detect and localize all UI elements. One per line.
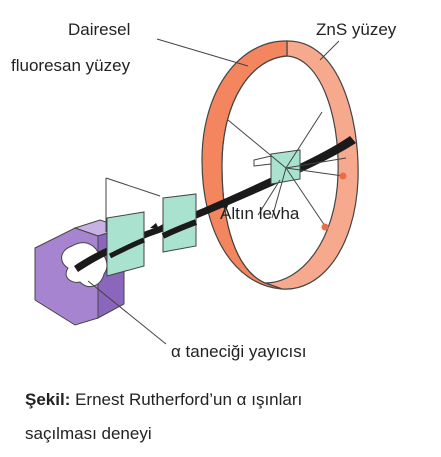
label-dairesel: Dairesel	[68, 20, 131, 39]
scatter-dot-1	[339, 172, 347, 180]
figure-caption-line-1: Şekil: Ernest Rutherford’un α ışınları	[25, 391, 302, 408]
caption-prefix: Şekil:	[25, 390, 71, 409]
label-zns-yuzey: ZnS yüzey	[316, 20, 397, 39]
caption-line1-text: Ernest Rutherford’un α ışınları	[75, 390, 303, 409]
collimator-frame-1	[105, 177, 161, 232]
label-fluoresan-yuzey: fluoresan yüzey	[11, 56, 131, 75]
collimator-screen-1	[106, 211, 145, 277]
scatter-rays	[227, 111, 347, 227]
label-altin-levha: Altın levha	[220, 204, 300, 223]
rutherford-experiment-diagram	[34, 38, 359, 345]
leader-lines	[87, 38, 340, 345]
figure-caption-line-2: saçılması deneyi	[25, 424, 152, 443]
scatter-dot-2	[321, 223, 329, 231]
fluorescent-ring	[201, 40, 359, 290]
label-alpha-source: α taneciği yayıcısı	[171, 342, 307, 361]
